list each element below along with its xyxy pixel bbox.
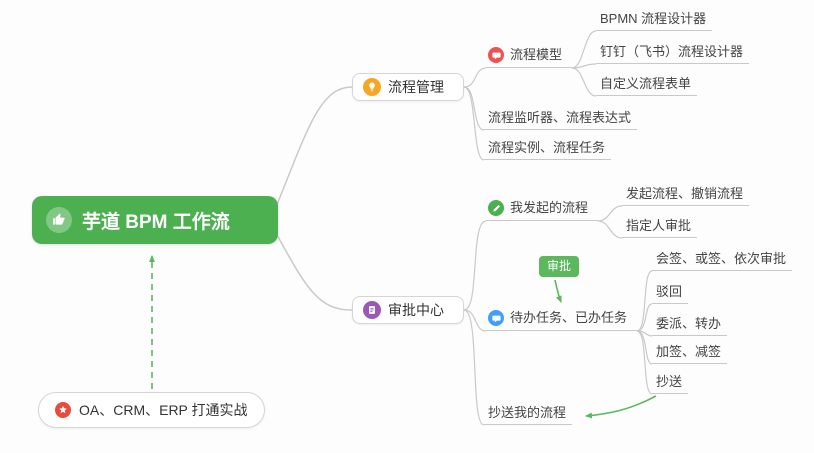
leaf-instance-task[interactable]: 流程实例、流程任务 [484, 139, 612, 160]
note-label: OA、CRM、ERP 打通实战 [79, 402, 248, 418]
branch-approval-center[interactable]: 审批中心 [352, 296, 464, 324]
leaf-dingtalk-designer[interactable]: 钉钉（飞书）流程设计器 [596, 43, 750, 64]
note-node[interactable]: OA、CRM、ERP 打通实战 [38, 392, 265, 428]
leaf-reject[interactable]: 驳回 [652, 283, 689, 304]
subtopic-label: 待办任务、已办任务 [510, 310, 628, 325]
subtopic-process-model[interactable]: 流程模型 [486, 44, 572, 68]
leaf-initiate-cancel[interactable]: 发起流程、撤销流程 [622, 185, 750, 206]
lightbulb-icon [363, 78, 381, 96]
subtopic-label: 流程模型 [510, 47, 563, 62]
leaf-delegate-transfer[interactable]: 委派、转办 [652, 315, 728, 336]
chat-icon [488, 310, 504, 326]
leaf-cc[interactable]: 抄送 [652, 373, 689, 394]
comment-icon [488, 47, 504, 63]
branch-label: 审批中心 [388, 302, 444, 318]
root-node[interactable]: 芋道 BPM 工作流 [32, 196, 278, 244]
approval-tag[interactable]: 审批 [539, 256, 580, 277]
leaf-listener-expression[interactable]: 流程监听器、流程表达式 [484, 109, 638, 130]
branch-label: 流程管理 [388, 79, 444, 95]
leaf-assignee-approval[interactable]: 指定人审批 [622, 217, 698, 238]
leaf-countersign[interactable]: 会签、或签、依次审批 [652, 250, 793, 271]
star-icon [55, 402, 71, 418]
leaf-cc-my-processes[interactable]: 抄送我的流程 [484, 404, 573, 425]
subtopic-tasks[interactable]: 待办任务、已办任务 [486, 307, 637, 331]
branch-process-management[interactable]: 流程管理 [352, 73, 464, 101]
clipboard-icon [363, 301, 381, 319]
pencil-icon [488, 200, 504, 216]
subtopic-my-processes[interactable]: 我发起的流程 [486, 197, 598, 221]
thumbs-up-icon [46, 207, 72, 233]
leaf-add-remove-sign[interactable]: 加签、减签 [652, 343, 728, 364]
subtopic-label: 我发起的流程 [510, 200, 589, 215]
leaf-custom-form[interactable]: 自定义流程表单 [596, 75, 698, 96]
root-label: 芋道 BPM 工作流 [82, 211, 230, 233]
arrow-approve-to-tasks [554, 279, 562, 303]
arrow-cc-to-ccnode [585, 395, 657, 419]
leaf-bpmn-designer[interactable]: BPMN 流程设计器 [596, 10, 713, 31]
